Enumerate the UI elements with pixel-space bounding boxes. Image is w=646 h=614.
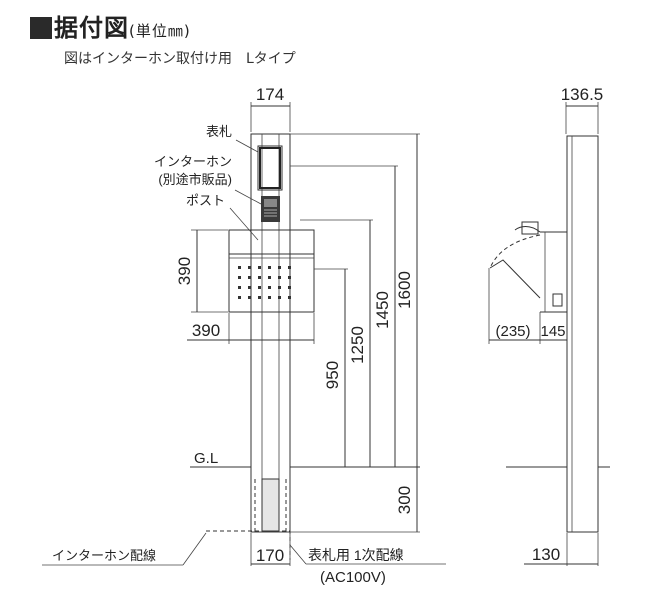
label-gl: G.L [194, 450, 218, 467]
side-intercom [521, 221, 539, 235]
post-box [228, 229, 315, 313]
label-intercom-wiring: インターホン配線 [52, 548, 156, 563]
dim-1250: 1250 [348, 326, 367, 364]
label-voltage: (AC100V) [320, 569, 386, 586]
label-nameplate: 表札 [206, 124, 232, 139]
label-nameplate-wiring: 表札用 1次配線 [308, 547, 404, 563]
dim-174: 174 [256, 85, 284, 104]
dim-950: 950 [323, 361, 342, 389]
title-unit: (単位㎜) [129, 22, 191, 40]
subtitle: 図はインターホン取付け用 Lタイプ [64, 51, 296, 67]
leader-intercom-wiring [182, 532, 207, 566]
side-flap-open [489, 259, 541, 299]
label-intercom: インターホン [154, 154, 232, 169]
title-main: 据付図 [54, 14, 129, 42]
dim-170: 170 [256, 546, 284, 565]
pole [250, 133, 291, 533]
post-vent-holes [238, 266, 291, 299]
leader-post [229, 207, 259, 241]
nameplate-box [257, 145, 283, 191]
front-view: 174 表札 インターホン [42, 85, 446, 586]
dim-1600: 1600 [395, 271, 414, 309]
dim-136-5: 136.5 [561, 85, 604, 104]
side-lid-open-arc [489, 234, 541, 269]
leader-intercom [234, 189, 262, 205]
side-pole [566, 135, 599, 533]
dim-1450: 1450 [373, 291, 392, 329]
dim-300: 300 [395, 486, 414, 514]
label-post: ポスト [186, 193, 225, 208]
intercom-camera [264, 199, 277, 207]
dim-390-vertical: 390 [175, 257, 194, 285]
dim-130: 130 [532, 545, 560, 564]
dim-390-horizontal: 390 [192, 321, 220, 340]
side-post-lid [514, 226, 541, 233]
label-intercom-note: (別途市販品) [158, 172, 232, 187]
nameplate-frame [259, 147, 281, 189]
dim-145: 145 [540, 323, 565, 340]
nameplate-wiring-dash [282, 530, 291, 560]
dim-235: (235) [495, 323, 530, 340]
page-title: 据付図(単位㎜) [30, 8, 191, 43]
side-view: 136.5 (235) 145 130 [488, 85, 610, 566]
side-post-box [540, 231, 568, 313]
leader-nameplate [235, 139, 259, 153]
square-bullet-icon [30, 17, 52, 39]
underground-section [261, 478, 280, 532]
